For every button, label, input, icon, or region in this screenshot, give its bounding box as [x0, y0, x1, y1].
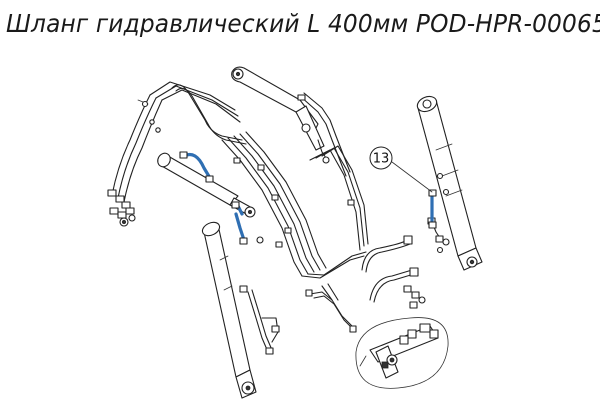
highlighted-hoses	[179, 151, 437, 245]
valve-block-assembly	[355, 317, 449, 389]
small-hoses-lower-left	[239, 285, 280, 355]
callout-13: 13	[369, 146, 433, 193]
mid-lower-hoses	[305, 235, 426, 333]
upper-pipes	[297, 92, 351, 177]
left-hose-bundle	[111, 81, 247, 203]
boom-frame	[231, 66, 325, 151]
lower-left-cylinder	[201, 221, 257, 399]
center-pipe-lines	[221, 131, 369, 279]
callout-number: 13	[373, 152, 390, 167]
upper-left-cylinder	[157, 152, 256, 218]
diagram-title: Шланг гидравлический L 400мм POD-HPR-000…	[6, 9, 600, 38]
highlighted-hose-mid-left	[234, 212, 246, 242]
right-cylinder	[416, 95, 483, 271]
fittings-left	[107, 189, 136, 227]
